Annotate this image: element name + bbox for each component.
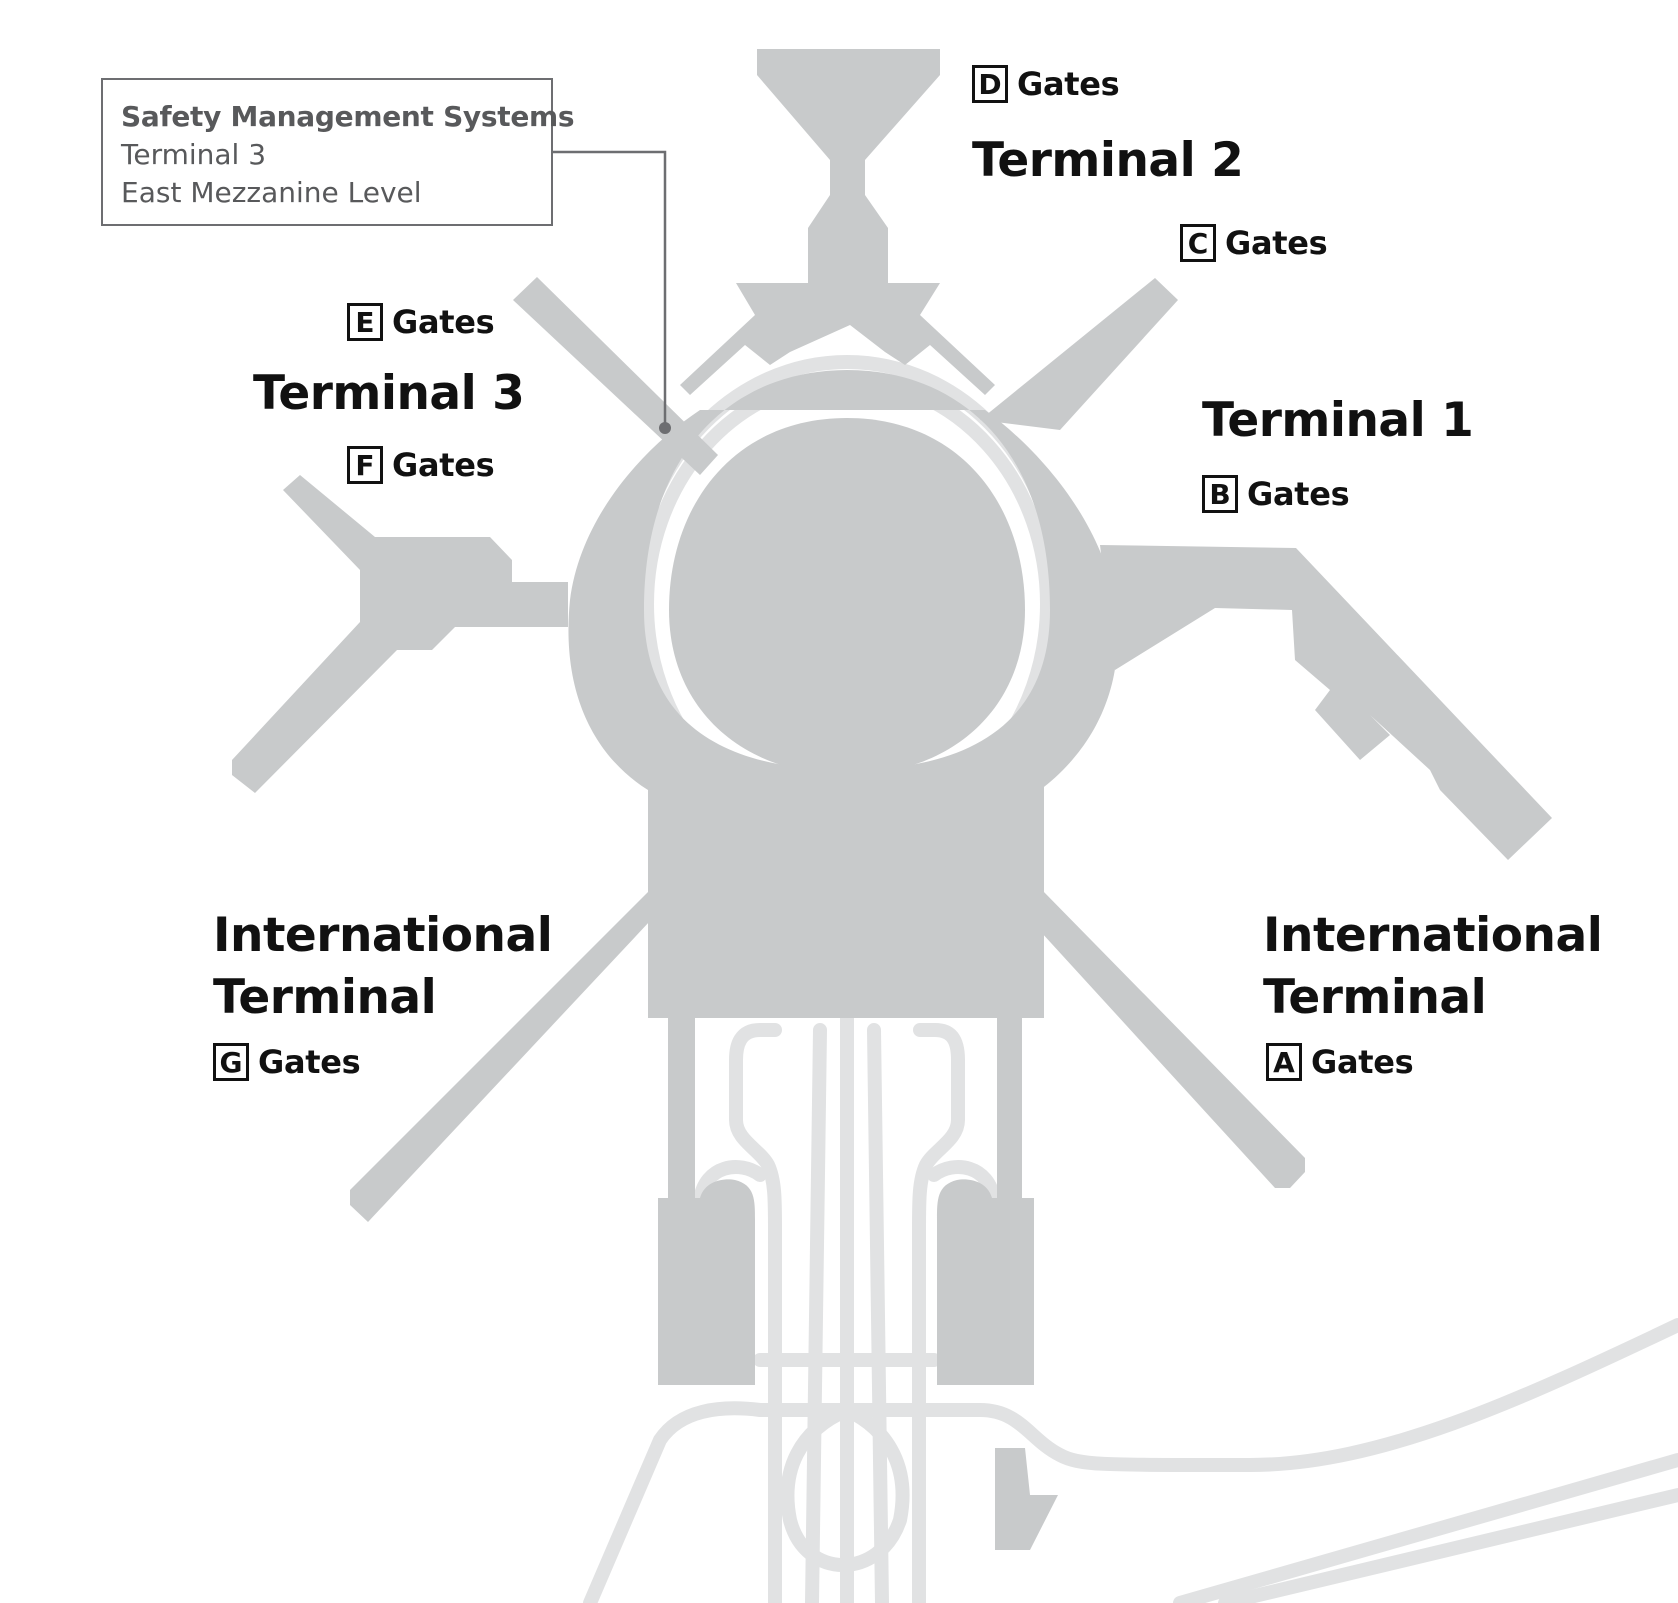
- left-garage-access: [693, 1160, 767, 1207]
- international-terminal-left-line2: Terminal: [213, 970, 437, 1025]
- garage-loop-road-right: [912, 1023, 965, 1603]
- southwest-road: [583, 1318, 1678, 1603]
- callout-line-level: East Mezzanine Level: [121, 176, 422, 209]
- gate-letter-badge: B: [1202, 475, 1238, 513]
- callout-line-terminal: Terminal 3: [121, 138, 267, 171]
- gate-letter-badge: E: [347, 303, 383, 341]
- gate-text: Gates: [392, 446, 495, 484]
- central-garage: [669, 418, 1025, 775]
- gate-letter-badge: A: [1266, 1043, 1302, 1081]
- terminal-3-label: Terminal 3: [253, 366, 525, 421]
- gate-text: Gates: [392, 303, 495, 341]
- gate-letter-badge: D: [972, 65, 1008, 103]
- right-ramp-column: [997, 1018, 1022, 1200]
- lower-loop-road: [780, 1403, 910, 1572]
- international-terminal-left-line1: International: [213, 908, 553, 963]
- b-gates-pier: [1100, 545, 1552, 860]
- terminal-1-label: Terminal 1: [1202, 393, 1474, 448]
- terminal-2-label: Terminal 2: [972, 133, 1244, 188]
- c-gates-pier: [980, 278, 1178, 430]
- b-gates-label: B Gates: [1202, 475, 1350, 513]
- a-gates-label: A Gates: [1266, 1043, 1414, 1081]
- leader-dot: [659, 422, 671, 434]
- f-gates-pier: [232, 475, 568, 793]
- g-gates-label: G Gates: [213, 1043, 361, 1081]
- callout-title: Safety Management Systems: [121, 100, 575, 133]
- left-garage-block: [658, 1179, 755, 1385]
- a-gates-pier: [1030, 890, 1305, 1188]
- garage-loop-road: [729, 1023, 782, 1603]
- international-terminal-right-line2: Terminal: [1263, 970, 1487, 1025]
- small-structure: [995, 1448, 1058, 1550]
- leader-line: [553, 150, 667, 428]
- terminal-ring: [568, 370, 1118, 895]
- gate-letter-badge: C: [1180, 224, 1216, 262]
- c-gates-label: C Gates: [1180, 224, 1328, 262]
- terminal-buildings: [232, 49, 1552, 1550]
- terminal-2-pier: [680, 49, 995, 395]
- gate-text: Gates: [1311, 1043, 1414, 1081]
- left-ramp-road: [805, 1023, 827, 1603]
- d-gates-label: D Gates: [972, 65, 1120, 103]
- e-gates-label: E Gates: [347, 303, 495, 341]
- callout-leader-line: [553, 150, 671, 434]
- location-callout: Safety Management Systems Terminal 3 Eas…: [101, 78, 575, 226]
- international-terminal-right-line1: International: [1263, 908, 1603, 963]
- highway-upper: [1173, 1453, 1678, 1603]
- gate-text: Gates: [258, 1043, 361, 1081]
- right-garage-block: [937, 1179, 1034, 1385]
- international-terminal-hall: [648, 785, 1044, 1018]
- gate-text: Gates: [1017, 65, 1120, 103]
- gate-letter-badge: F: [347, 446, 383, 484]
- right-ramp-road: [867, 1023, 889, 1603]
- right-garage-access: [927, 1160, 1001, 1207]
- left-ramp-column: [668, 1018, 695, 1200]
- g-gates-pier: [350, 890, 665, 1222]
- gate-letter-badge: G: [213, 1043, 249, 1081]
- gate-text: Gates: [1225, 224, 1328, 262]
- highway-lower: [1218, 1488, 1678, 1603]
- gate-text: Gates: [1247, 475, 1350, 513]
- f-gates-label: F Gates: [347, 446, 495, 484]
